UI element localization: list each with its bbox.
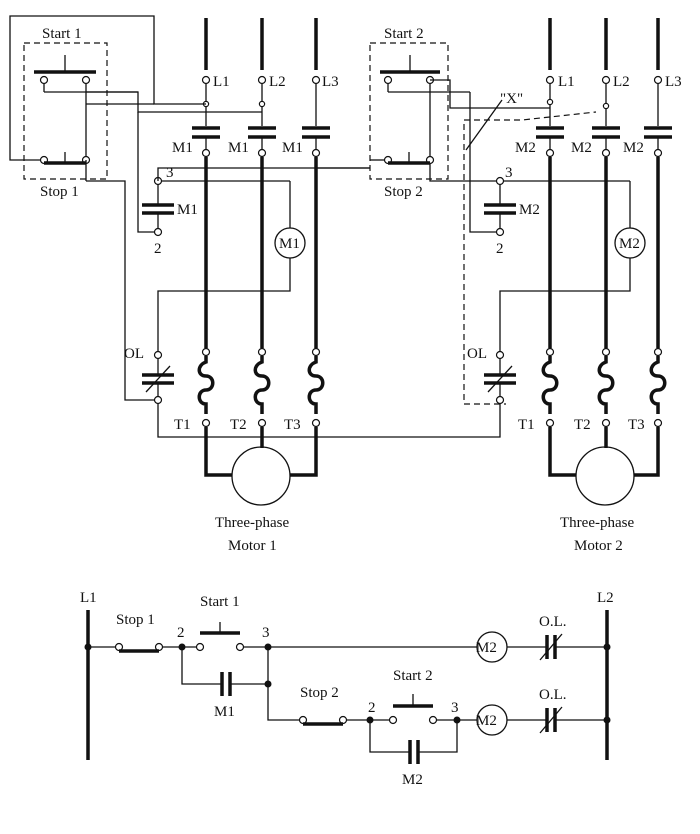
label-start1: Start 1 xyxy=(42,26,82,42)
coil-m1-label: M1 xyxy=(279,236,300,252)
m1-contact-a-label: M1 xyxy=(172,140,193,156)
m2-node2-label: 2 xyxy=(496,241,504,257)
ladder-m1-label: M1 xyxy=(214,704,235,720)
motor2-caption-line2: Motor 2 xyxy=(574,538,623,554)
m2-contact-a-label: M2 xyxy=(515,140,536,156)
m2-contact-b-label: M2 xyxy=(571,140,592,156)
m1-contact-b-label: M1 xyxy=(228,140,249,156)
ladder-diagram xyxy=(84,610,611,764)
motor1-symbol xyxy=(231,446,291,506)
m2-l2-label: L2 xyxy=(613,74,630,90)
label-x: "X" xyxy=(500,91,523,107)
ladder-node2-label: 2 xyxy=(177,625,185,641)
label-stop2: Stop 2 xyxy=(384,184,423,200)
ladder-start2-label: Start 2 xyxy=(393,668,433,684)
m1-l3-label: L3 xyxy=(322,74,339,90)
motor2-circuit xyxy=(369,18,672,506)
motor2-caption-line1: Three-phase xyxy=(560,515,634,531)
m1-t2-label: T2 xyxy=(230,417,247,433)
m1-l1-label: L1 xyxy=(213,74,230,90)
m2-aux-label: M2 xyxy=(519,202,540,218)
ladder-ol-bottom-label: O.L. xyxy=(539,687,567,703)
m1-ol-label: OL xyxy=(124,346,144,362)
m1-contact-c-label: M1 xyxy=(282,140,303,156)
coil-m2-label: M2 xyxy=(619,236,640,252)
ladder-coil-top-label: M2 xyxy=(476,640,497,656)
ladder-l2-label: L2 xyxy=(597,590,614,606)
m1-node2-label: 2 xyxy=(154,241,162,257)
ladder-node3b-label: 3 xyxy=(451,700,459,716)
m2-t3-label: T3 xyxy=(628,417,645,433)
motor1-caption-line2: Motor 1 xyxy=(228,538,277,554)
m2-node3-label: 3 xyxy=(505,165,513,181)
ladder-l1-label: L1 xyxy=(80,590,97,606)
ladder-stop2-label: Stop 2 xyxy=(300,685,339,701)
label-stop1: Stop 1 xyxy=(40,184,79,200)
ladder-m2-label: M2 xyxy=(402,772,423,788)
m1-t3-label: T3 xyxy=(284,417,301,433)
m2-t2-label: T2 xyxy=(574,417,591,433)
ladder-ol-top-label: O.L. xyxy=(539,614,567,630)
m2-l3-label: L3 xyxy=(665,74,682,90)
m1-aux-label: M1 xyxy=(177,202,198,218)
m1-node3-label: 3 xyxy=(166,165,174,181)
m2-ol-label: OL xyxy=(467,346,487,362)
motor2-symbol xyxy=(575,446,635,506)
ladder-stop1-label: Stop 1 xyxy=(116,612,155,628)
ladder-node3-label: 3 xyxy=(262,625,270,641)
m2-l1-label: L1 xyxy=(558,74,575,90)
m2-contact-c-label: M2 xyxy=(623,140,644,156)
m2-t1-label: T1 xyxy=(518,417,535,433)
motor1-caption-line1: Three-phase xyxy=(215,515,289,531)
label-start2: Start 2 xyxy=(384,26,424,42)
m1-t1-label: T1 xyxy=(174,417,191,433)
motor1-circuit xyxy=(9,15,501,506)
m1-l2-label: L2 xyxy=(269,74,286,90)
ladder-node2b-label: 2 xyxy=(368,700,376,716)
ladder-coil-bottom-label: M2 xyxy=(476,713,497,729)
ladder-start1-label: Start 1 xyxy=(200,594,240,610)
